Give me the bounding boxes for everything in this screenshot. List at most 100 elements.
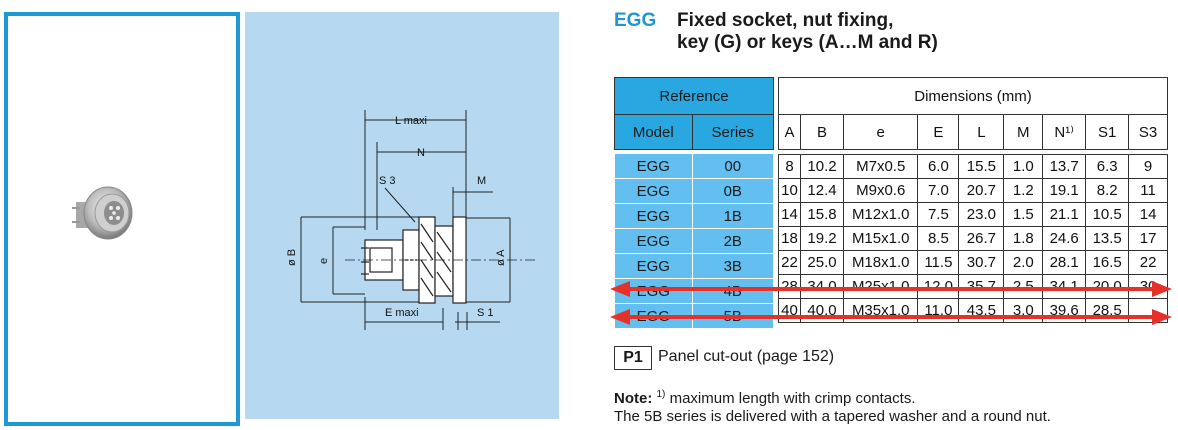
col-model: Model	[614, 114, 693, 150]
label-a: ø A	[495, 249, 507, 266]
dim-cell: 16.5	[1085, 250, 1130, 275]
dim-col-header: E	[917, 114, 960, 150]
dim-cell: 34.0	[800, 274, 844, 299]
label-e: e	[318, 258, 330, 264]
model-cell: EGG	[614, 253, 693, 279]
title-line-2: key (G) or keys (A…M and R)	[677, 32, 938, 53]
model-cell: EGG	[614, 178, 693, 204]
dim-cell: 9	[1128, 154, 1168, 179]
dim-col-header: S1	[1085, 114, 1130, 150]
dim-cell: 7.0	[917, 178, 960, 203]
dim-cell: 25.0	[800, 250, 844, 275]
dim-cell: 21.1	[1042, 202, 1087, 227]
dim-cell: 1.5	[1003, 202, 1044, 227]
label-l-maxi: L maxi	[395, 115, 427, 127]
strike-arrow-row-5b	[610, 309, 1172, 325]
dim-cell: 18	[777, 226, 802, 251]
dim-cell: 23.0	[958, 202, 1005, 227]
dim-cell: 12.4	[800, 178, 844, 203]
series-cell: 1B	[691, 203, 775, 229]
page-title: Fixed socket, nut fixing, key (G) or key…	[677, 10, 938, 54]
dim-cell: M12x1.0	[842, 202, 919, 227]
dim-cell: M9x0.6	[842, 178, 919, 203]
dim-cell: 6.0	[917, 154, 960, 179]
label-e-maxi: E maxi	[385, 307, 419, 319]
connector-photo	[72, 186, 133, 240]
dim-cell: 6.3	[1085, 154, 1130, 179]
dim-cell: 30.7	[958, 250, 1005, 275]
dim-col-header: B	[800, 114, 844, 150]
dim-cell: 8	[777, 154, 802, 179]
p1-badge: P1	[614, 346, 652, 370]
dim-col-header: e	[842, 114, 919, 150]
note-label: Note:	[614, 390, 653, 407]
dim-cell: 14	[777, 202, 802, 227]
model-cell: EGG	[614, 203, 693, 229]
dim-cell: 7.5	[917, 202, 960, 227]
dim-cell: 10.2	[800, 154, 844, 179]
dimensions-header: Dimensions (mm)	[778, 77, 1168, 115]
dim-cell: 20.7	[958, 178, 1005, 203]
dim-cell: 35.7	[958, 274, 1005, 299]
dim-cell: 17	[1128, 226, 1168, 251]
reference-header: Reference	[614, 77, 774, 115]
product-photo-panel	[4, 12, 240, 426]
label-m: M	[477, 175, 486, 187]
dim-cell: 11.5	[917, 250, 960, 275]
dim-cell: 15.5	[958, 154, 1005, 179]
dim-cell: 22	[777, 250, 802, 275]
dimension-drawing: L maxi N S 3 M ø B e ø A E maxi S 1	[286, 110, 535, 330]
dim-cell: 26.7	[958, 226, 1005, 251]
label-s1: S 1	[477, 307, 494, 319]
dim-col-header: A	[777, 114, 802, 150]
note: Note: 1) maximum length with crimp conta…	[614, 386, 1051, 426]
series-cell: 00	[691, 154, 775, 179]
label-s3: S 3	[379, 175, 396, 187]
dim-cell: M7x0.5	[842, 154, 919, 179]
dim-col-header: L	[958, 114, 1005, 150]
dim-cell: 28.1	[1042, 250, 1087, 275]
note-line-1: maximum length with crimp contacts.	[669, 390, 916, 407]
strike-arrow-row-4b	[610, 281, 1172, 297]
note-sup: 1)	[656, 389, 666, 400]
series-cell: 0B	[691, 178, 775, 204]
product-code: EGG	[614, 10, 657, 31]
dim-cell: 8.2	[1085, 178, 1130, 203]
label-n: N	[417, 147, 425, 159]
dim-cell: 13.7	[1042, 154, 1087, 179]
dim-col-header: N¹⁾	[1042, 114, 1087, 150]
dim-cell: 10.5	[1085, 202, 1130, 227]
dim-cell: 19.2	[800, 226, 844, 251]
dim-cell: 22	[1128, 250, 1168, 275]
col-series: Series	[691, 114, 775, 150]
dim-cell: M15x1.0	[842, 226, 919, 251]
dim-cell: 24.6	[1042, 226, 1087, 251]
model-cell: EGG	[614, 154, 693, 179]
dim-cell: 19.1	[1042, 178, 1087, 203]
series-cell: 2B	[691, 228, 775, 254]
panel-cutout-link[interactable]: Panel cut-out (page 152)	[658, 348, 835, 365]
dim-cell: 8.5	[917, 226, 960, 251]
dim-cell: 14	[1128, 202, 1168, 227]
dim-cell: 15.8	[800, 202, 844, 227]
dim-cell: 2.0	[1003, 250, 1044, 275]
series-cell: 3B	[691, 253, 775, 279]
dim-col-header: M	[1003, 114, 1044, 150]
technical-drawing-panel: L maxi N S 3 M ø B e ø A E maxi S 1	[245, 12, 559, 419]
dim-cell: 13.5	[1085, 226, 1130, 251]
dim-cell: 1.2	[1003, 178, 1044, 203]
dim-cell: 11	[1128, 178, 1168, 203]
dim-col-header: S3	[1128, 114, 1168, 150]
dim-cell: 1.8	[1003, 226, 1044, 251]
dim-cell: M18x1.0	[842, 250, 919, 275]
